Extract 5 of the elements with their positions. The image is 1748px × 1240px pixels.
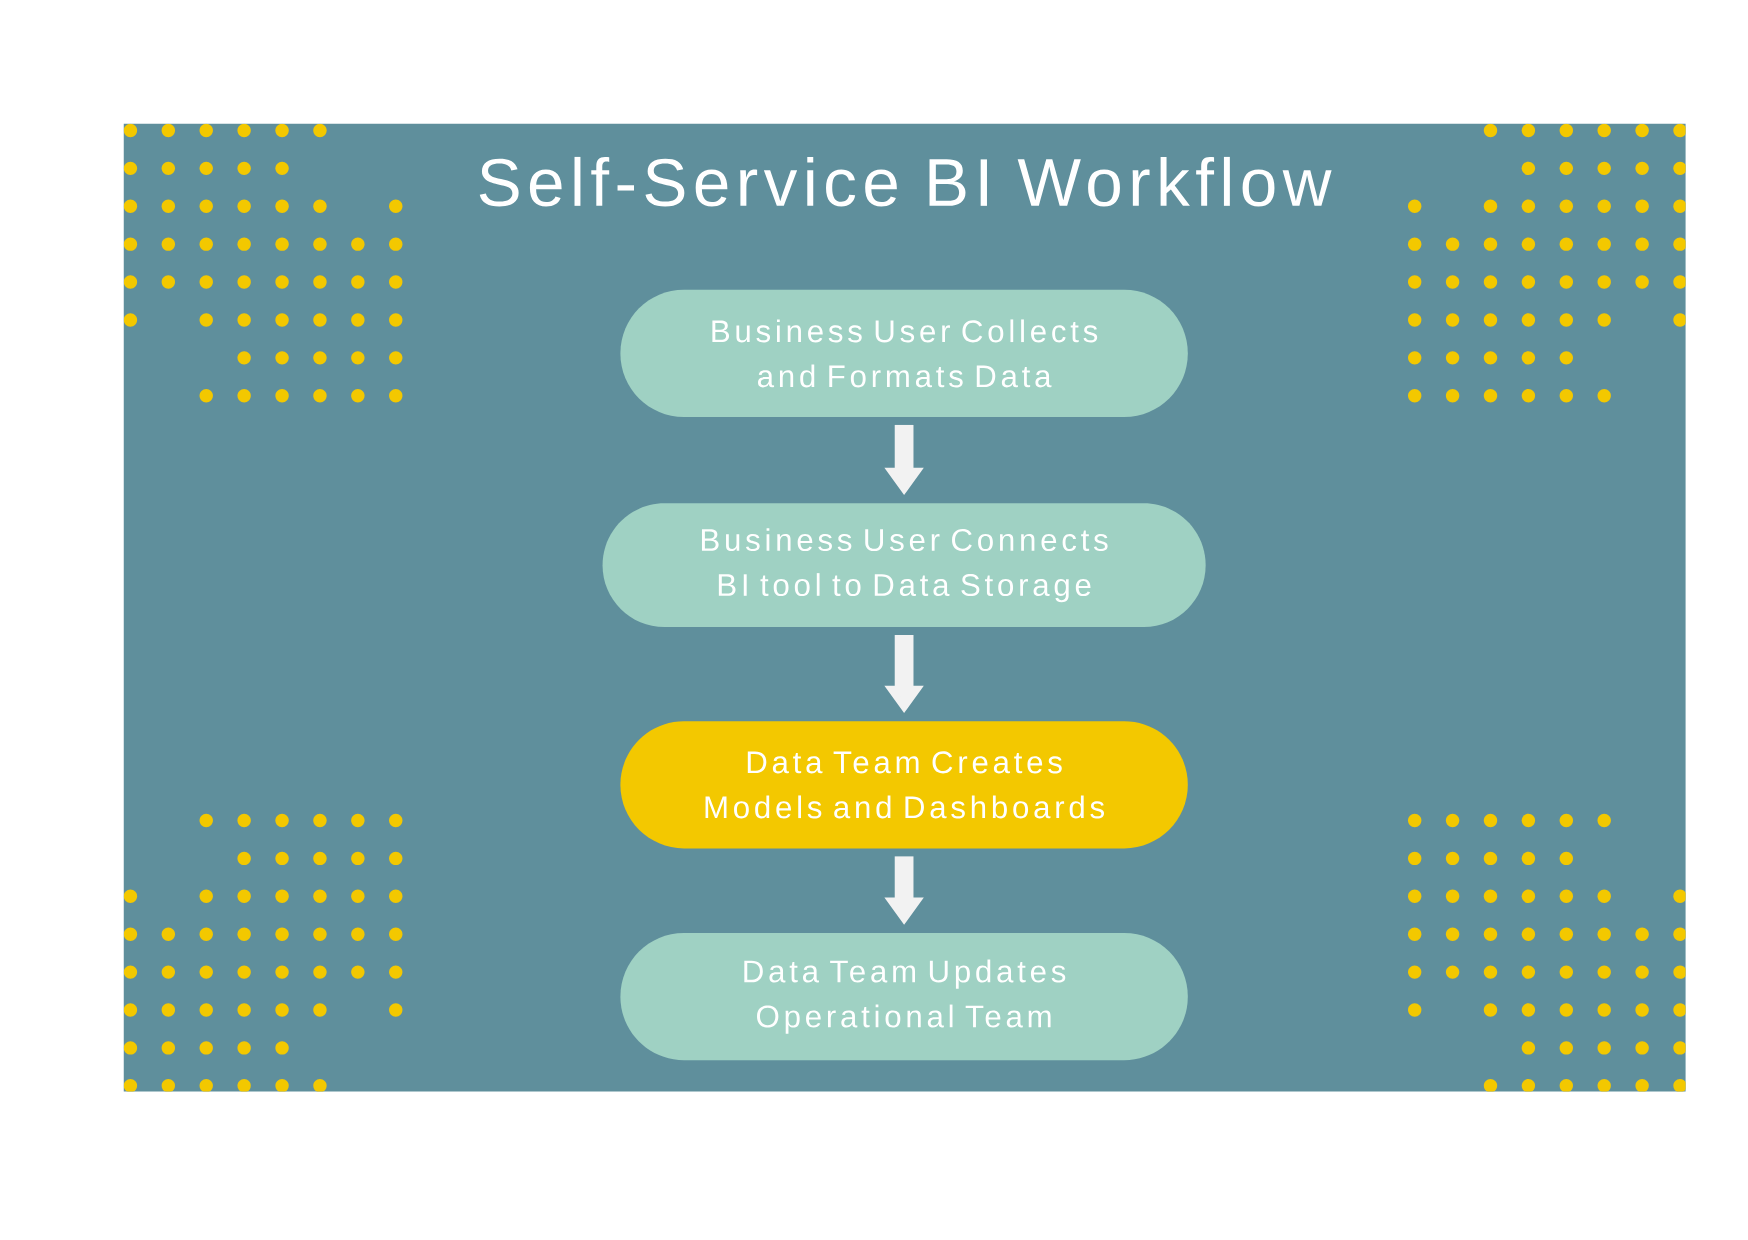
- title: Self-Service BI Workflow: [479, 156, 1332, 207]
- process-box: Data Team Creates Models and Dashboards: [620, 721, 1188, 849]
- process-box: Business User Connects BI tool to Data Storage: [602, 503, 1206, 628]
- process-box: Data Team Updates Operational Team: [620, 933, 1188, 1061]
- process-box: Business User Collects and Formats Data: [620, 289, 1188, 417]
